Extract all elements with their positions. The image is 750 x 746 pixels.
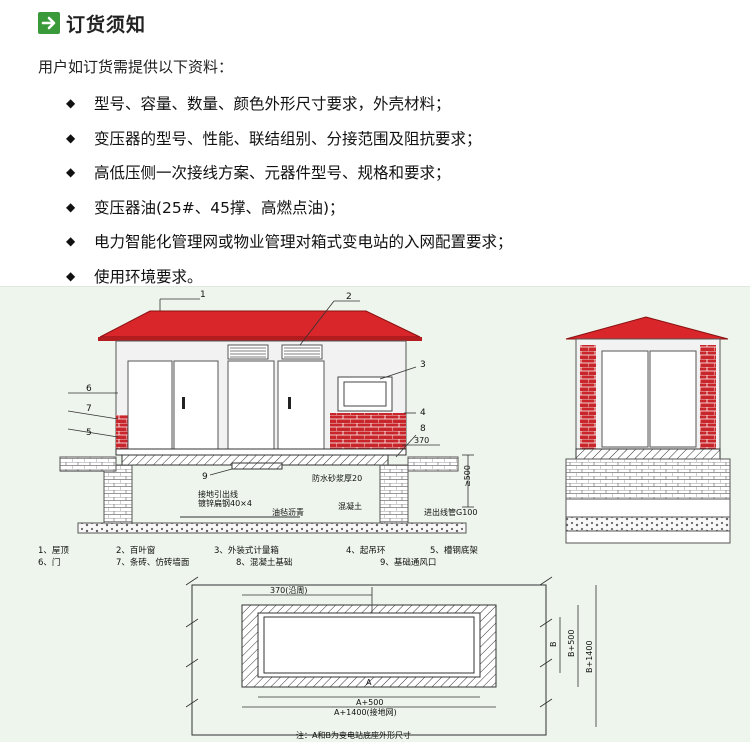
plan-view: 370(沿周) A A+500 A+1400(接地网) B B+500 B+14… bbox=[185, 576, 597, 740]
callout-6: 6 bbox=[86, 384, 92, 394]
legend: 1、屋顶 2、百叶窗 3、外装式计量箱 4、起吊环 5、槽钢底架 6、门 7、条… bbox=[38, 545, 478, 568]
requirement-text: 电力智能化管理网或物业管理对箱式变电站的入网配置要求； bbox=[94, 233, 513, 252]
list-item: ◆ 高低压侧一次接线方案、元器件型号、规格和要求； bbox=[66, 155, 513, 190]
list-item: ◆ 变压器油(25#、45撑、高燃点油)； bbox=[66, 190, 513, 225]
requirement-text: 变压器的型号、性能、联结组别、分接范围及阻抗要求； bbox=[94, 129, 482, 148]
plan-dim-370: 370(沿周) bbox=[270, 586, 308, 595]
requirement-list: ◆ 型号、容量、数量、颜色外形尺寸要求，外壳材料； ◆ 变压器的型号、性能、联结组别… bbox=[66, 86, 513, 293]
diamond-bullet-icon: ◆ bbox=[66, 96, 76, 111]
diamond-bullet-icon: ◆ bbox=[66, 199, 76, 214]
legend-item: 8、混凝土基础 bbox=[236, 557, 292, 568]
label-steel: 镀锌扁钢40×4 bbox=[198, 498, 252, 508]
section-title: 订货须知 bbox=[66, 13, 147, 36]
front-elevation: 1 2 3 4 5 6 7 8 9 370 ≥500 防水砂浆厚20 接地引出线… bbox=[59, 290, 477, 534]
callout-4: 4 bbox=[420, 408, 426, 418]
label-asphalt: 油毡沥青 bbox=[272, 507, 304, 517]
arrow-right-icon bbox=[38, 12, 60, 34]
callout-1: 1 bbox=[200, 290, 206, 300]
requirement-text: 使用环境要求。 bbox=[94, 267, 203, 286]
dim-500: ≥500 bbox=[463, 465, 472, 487]
callout-3: 3 bbox=[420, 360, 426, 370]
plan-note: 注：A和B为变电站底座外形尺寸 bbox=[296, 730, 411, 740]
label-ground: 接地引出线 bbox=[198, 489, 238, 499]
plan-dim-B500: B+500 bbox=[567, 630, 576, 657]
label-mortar: 防水砂浆厚20 bbox=[312, 473, 362, 483]
requirement-text: 型号、容量、数量、颜色外形尺寸要求，外壳材料； bbox=[94, 95, 451, 114]
plan-dim-A500: A+500 bbox=[356, 698, 383, 707]
legend-item: 4、起吊环 bbox=[346, 546, 386, 556]
list-item: ◆ 使用环境要求。 bbox=[66, 259, 513, 294]
diamond-bullet-icon: ◆ bbox=[66, 130, 76, 145]
legend-item: 7、条砖、仿砖墙面 bbox=[116, 557, 190, 568]
label-pipe: 进出线管G100 bbox=[424, 507, 477, 517]
legend-item: 1、屋顶 bbox=[38, 546, 69, 556]
plan-dim-B1400: B+1400 bbox=[585, 640, 594, 673]
legend-item: 9、基础通风口 bbox=[380, 557, 436, 568]
legend-item: 6、门 bbox=[38, 557, 60, 568]
legend-item: 2、百叶窗 bbox=[116, 545, 155, 556]
substation-drawing: 1 2 3 4 5 6 7 8 9 370 ≥500 防水砂浆厚20 接地引出线… bbox=[0, 286, 750, 742]
callout-2: 2 bbox=[346, 292, 352, 302]
list-item: ◆ 电力智能化管理网或物业管理对箱式变电站的入网配置要求； bbox=[66, 224, 513, 259]
intro-text: 用户如订货需提供以下资料： bbox=[38, 58, 234, 76]
callout-7: 7 bbox=[86, 404, 92, 414]
dim-370: 370 bbox=[414, 436, 429, 445]
label-concrete: 混凝土 bbox=[338, 501, 362, 511]
list-item: ◆ 型号、容量、数量、颜色外形尺寸要求，外壳材料； bbox=[66, 86, 513, 121]
list-item: ◆ 变压器的型号、性能、联结组别、分接范围及阻抗要求； bbox=[66, 121, 513, 156]
callout-8: 8 bbox=[420, 424, 426, 434]
diamond-bullet-icon: ◆ bbox=[66, 234, 76, 249]
requirement-text: 高低压侧一次接线方案、元器件型号、规格和要求； bbox=[94, 164, 451, 183]
legend-item: 5、槽钢底架 bbox=[430, 545, 478, 556]
callout-5: 5 bbox=[86, 428, 92, 438]
legend-item: 3、外装式计量箱 bbox=[214, 545, 279, 556]
requirement-text: 变压器油(25#、45撑、高燃点油)； bbox=[94, 198, 345, 217]
section-header: 订货须知 bbox=[38, 8, 146, 38]
plan-dim-B: B bbox=[549, 642, 558, 648]
diamond-bullet-icon: ◆ bbox=[66, 268, 76, 283]
diamond-bullet-icon: ◆ bbox=[66, 165, 76, 180]
plan-dim-A1400: A+1400(接地网) bbox=[334, 707, 397, 717]
side-elevation bbox=[565, 316, 731, 544]
plan-dim-A: A bbox=[366, 678, 372, 687]
callout-9: 9 bbox=[202, 472, 208, 482]
